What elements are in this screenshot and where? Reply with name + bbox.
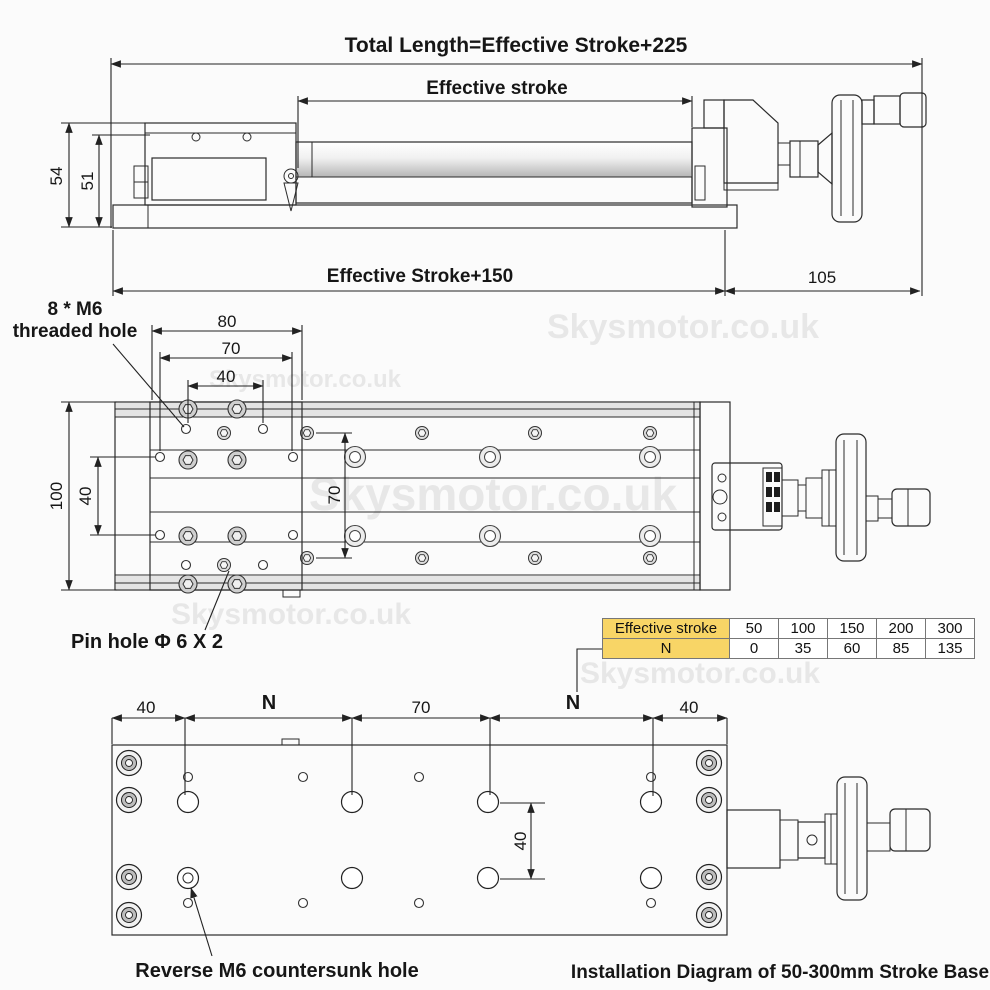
mount-tab	[703, 99, 725, 129]
countersunk-hole-inner	[182, 872, 194, 884]
carriage-block-side	[144, 122, 297, 206]
dim-100-label: 100	[47, 482, 66, 510]
dim-70-label: 70	[222, 339, 241, 358]
table-row-stroke: Effective stroke 50 100 150 200 300	[602, 618, 975, 639]
table-header-effective-stroke: Effective stroke	[602, 618, 730, 639]
handwheel-plan	[835, 433, 867, 562]
bearing-block	[151, 157, 267, 201]
handle-hub	[861, 99, 875, 125]
dim-n-left-label: N	[262, 692, 276, 714]
dim-40-left-label: 40	[137, 698, 156, 717]
carriage-plate-holes	[154, 399, 299, 594]
dim-80-label: 80	[218, 312, 237, 331]
watermark-text: Skysmotor.co.uk	[209, 366, 402, 393]
end-block-side	[691, 127, 728, 208]
label-threaded-hole: 8 * M6 threaded hole	[13, 299, 185, 428]
diagram-caption: Installation Diagram of 50-300mm Stroke …	[571, 962, 989, 983]
stroke-table: Effective stroke 50 100 150 200 300 N 0 …	[602, 618, 975, 659]
dim-70-vertical: 70	[316, 432, 352, 559]
coupling	[789, 140, 819, 178]
motor-housing-side	[723, 99, 779, 184]
n-value: 60	[827, 638, 877, 659]
watermark-text: Skysmotor.co.uk	[309, 468, 678, 520]
handwheel-side	[831, 94, 863, 223]
dim-54: 54	[47, 122, 145, 228]
dim-stroke150-and-105: Effective Stroke+150 105	[112, 230, 921, 296]
dim-40v-label: 40	[76, 487, 95, 506]
bottom-view: 40 N 70 N 40 40 Reverse M6 countersunk h…	[111, 692, 931, 982]
plan-view: 8 * M6 threaded hole 80 70 40 100	[13, 299, 931, 653]
dim-total-length: Total Length=Effective Stroke+225	[110, 34, 923, 296]
watermarks: Skysmotor.co.uk Skysmotor.co.uk Skysmoto…	[171, 308, 820, 690]
n-value: 0	[729, 638, 779, 659]
threaded-hole-line1: 8 * M6	[48, 299, 103, 320]
stroke-value: 100	[778, 618, 828, 639]
stroke-value: 50	[729, 618, 779, 639]
handwheel-bottom	[836, 776, 868, 901]
stroke-value: 150	[827, 618, 877, 639]
rail-left-cap	[114, 416, 151, 576]
dim-70-label: 70	[412, 698, 431, 717]
table-header-n: N	[602, 638, 730, 659]
base-plate-side	[112, 204, 738, 229]
dim-n-right-label: N	[566, 692, 580, 714]
label-reverse-hole: Reverse M6 countersunk hole	[135, 887, 419, 982]
dim-40-vert-label: 40	[511, 832, 530, 851]
n-value: 35	[778, 638, 828, 659]
dim-105-label: 105	[808, 268, 836, 287]
sensor-tab	[282, 589, 301, 598]
dim-40: 40	[187, 367, 264, 423]
reverse-hole-label: Reverse M6 countersunk hole	[135, 960, 418, 982]
pin-hole-label: Pin hole Φ 6 X 2	[71, 631, 223, 653]
side-view: Total Length=Effective Stroke+225 Effect…	[47, 34, 927, 296]
n-value: 135	[925, 638, 975, 659]
handle-knob-plan	[891, 488, 931, 527]
dim-51-label: 51	[78, 172, 97, 191]
handle-knob	[899, 92, 927, 128]
watermark-text: Skysmotor.co.uk	[580, 657, 820, 690]
motor-assembly-plan	[711, 433, 931, 562]
watermark-text: Skysmotor.co.uk	[547, 308, 819, 346]
mounting-holes	[176, 771, 663, 909]
sensor-tab-bottom	[281, 738, 300, 746]
dim-80: 80	[151, 312, 303, 400]
threaded-hole-line2: threaded hole	[13, 321, 138, 342]
stroke-value: 200	[876, 618, 926, 639]
dim-effective-label: Effective stroke	[426, 78, 568, 99]
dim-40-vertical: 40	[76, 456, 155, 536]
dim-70v-label: 70	[325, 486, 344, 505]
bottom-chain-dim: 40 N 70 N 40	[111, 692, 728, 796]
stroke-value: 300	[925, 618, 975, 639]
handle-knob-bottom	[889, 808, 931, 852]
end-cap-plan	[699, 401, 731, 591]
stroke-pointer	[283, 168, 299, 212]
n-value: 85	[876, 638, 926, 659]
label-pin-hole: Pin hole Φ 6 X 2	[71, 570, 230, 653]
dim-51: 51	[78, 134, 150, 228]
dim-70: 70	[159, 339, 293, 451]
carriage-hole	[242, 132, 252, 142]
table-row-n: N 0 35 60 85 135	[602, 638, 975, 659]
coupling	[777, 142, 791, 166]
table-leader	[576, 648, 602, 692]
dim-54-label: 54	[47, 167, 66, 186]
dim-100: 100	[47, 401, 117, 591]
handle-rod	[873, 95, 901, 125]
dim-40-vertical-bottom: 40	[500, 802, 545, 880]
dim-40-right-label: 40	[680, 698, 699, 717]
dim-total-label: Total Length=Effective Stroke+225	[345, 34, 688, 57]
dim-stroke150-label: Effective Stroke+150	[327, 266, 513, 287]
wheel-hub-cone	[817, 131, 833, 186]
carriage-plate-plan	[149, 401, 303, 591]
dim-40-label: 40	[217, 367, 236, 386]
dim-effective-stroke: Effective stroke	[297, 78, 693, 168]
motor-assembly-bottom	[726, 776, 931, 901]
carriage-hole	[191, 132, 201, 142]
